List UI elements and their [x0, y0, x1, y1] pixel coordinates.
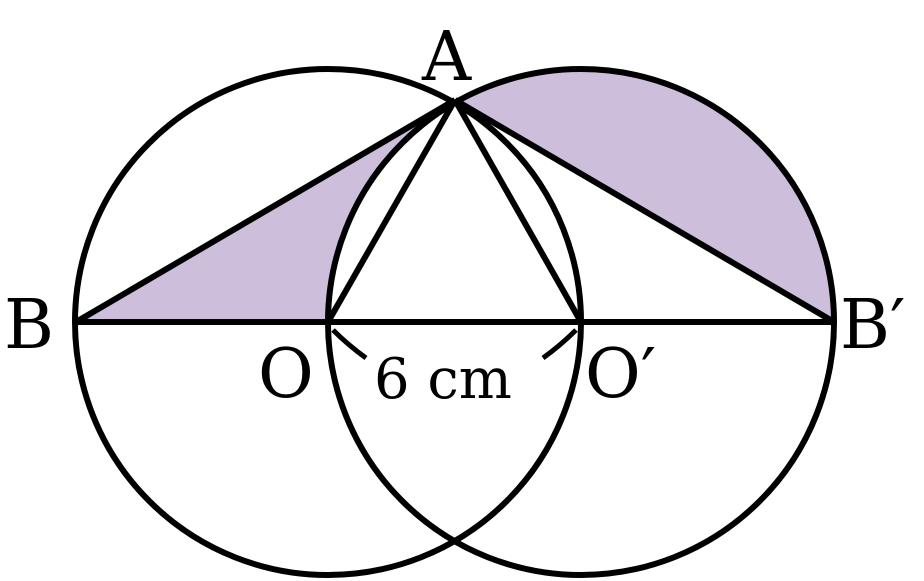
- line-a-b: [74, 97, 457, 325]
- label-point-b: B: [4, 286, 54, 365]
- label-point-o-prime: O′: [585, 335, 656, 414]
- dimension-brace-right: [541, 328, 578, 361]
- label-point-o: O: [258, 335, 314, 414]
- shaded-region-right: [455, 66, 835, 322]
- line-a-b-prime: [453, 97, 836, 325]
- dimension-brace-left: [331, 328, 368, 361]
- line-a-o: [325, 98, 458, 324]
- label-point-b-prime: B′: [840, 286, 905, 365]
- dimension-label: 6 cm: [374, 347, 512, 412]
- label-point-a: A: [421, 18, 472, 97]
- line-a-o-prime: [452, 98, 584, 324]
